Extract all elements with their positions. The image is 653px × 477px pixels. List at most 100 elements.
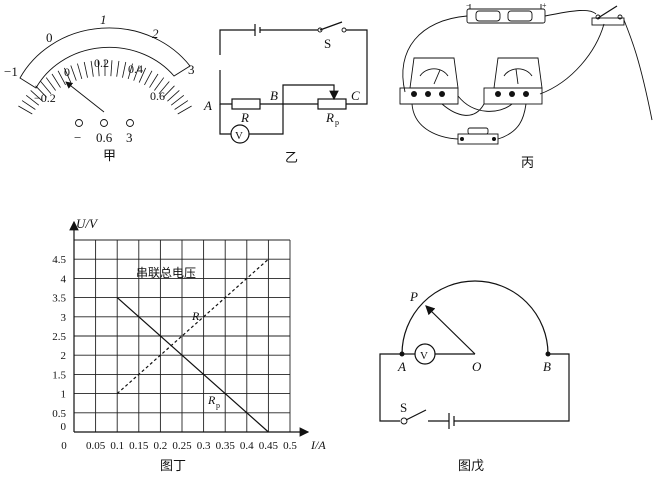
y-tick-label: 0 [61,421,67,433]
dial-tick [174,100,189,110]
node-wu-B [545,351,551,357]
panel-wu-circuit: V P A O B S 图戊 [379,280,570,474]
terminal-3 [126,119,134,127]
switch-pivot [317,27,323,33]
x-tick-label: 0.3 [197,440,211,452]
dial-tick [90,60,94,77]
dial-tick [18,105,33,115]
caption-jia: 甲 [103,149,116,164]
dial-inner-04: 0.4 [128,62,143,76]
dial-tick [177,105,192,115]
caption-bing: 丙 [521,156,534,171]
battery-box-illustration: − + [466,1,547,24]
label-wu-B: B [543,359,551,374]
svg-text:+: + [542,1,547,10]
x-tick-label: 0.15 [129,440,149,452]
series-line-rp [116,297,269,433]
dial-tick [57,70,66,86]
wire-right-loop [454,353,570,422]
chart-label-Rp-sub: p [216,401,220,410]
x-tick-label: 0 [61,440,67,452]
y-tick-label: 4.5 [52,254,66,266]
caption-ding: 图丁 [160,459,186,474]
dial-tick [163,85,175,98]
node-wu-A [399,351,405,357]
dial-tick [127,63,133,80]
dial-outer-1: 1 [100,12,107,27]
label-wu-A: A [397,359,406,374]
dial-tick [35,85,47,98]
rheostat-Rp [317,98,347,110]
voltmeter-illustration-left [399,57,459,105]
dial-tick [45,77,56,91]
dial-inner-left: −0.2 [34,91,56,105]
label-S: S [324,36,331,51]
dial-needle [65,81,105,113]
label-Rp: R [325,110,334,125]
switch-wu-pivot [400,417,408,425]
chart-y-label: U/V [76,216,99,231]
x-tick-label: 0.35 [216,440,236,452]
dial-tick [21,100,36,110]
wire-left-A [219,70,232,105]
terminal-06 [100,119,108,127]
dial-tick [97,60,100,77]
panel-bing-apparatus: − + [399,1,653,171]
dial-tick [77,63,83,80]
dial-outer-0: 0 [46,30,53,45]
chart-label-Rp: R [207,393,216,407]
switch-wu-blade [405,409,427,421]
label-Rp-sub: p [335,118,339,127]
dial-tick [70,65,77,81]
dial-inner-02: 0.2 [94,56,109,70]
dial-tick [110,60,113,77]
label-P: P [409,289,418,304]
y-tick-label: 1.5 [52,369,66,381]
chart-annotation-total: 串联总电压 [136,266,196,280]
y-tick-label: 3.5 [52,293,66,305]
dial-outer-3: 3 [188,62,195,77]
y-tick-label: 4 [61,273,67,285]
dial-tick [158,81,170,95]
terminal-label-06: 0.6 [96,130,113,145]
panel-jia-meter: −1 0 1 2 3 −0.2 0 0.2 0.4 0.6 − 0.6 3 甲 [4,12,195,164]
chart-x-label: I/A [310,438,326,452]
label-R: R [240,110,249,125]
x-tick-label: 0.1 [110,440,124,452]
chart-label-R: R [191,309,200,323]
node-C: C [351,88,360,103]
wire-voltmeter-right [249,84,335,135]
switch-contact [341,27,347,33]
chart-series [116,258,269,433]
switch-blade [319,21,343,31]
y-tick-label: 0.5 [52,408,66,420]
dial-outer-left: −1 [4,64,18,79]
chart-grid [74,239,291,432]
series-line-r [116,258,269,395]
y-tick-label: 3 [61,312,67,324]
node-B: B [270,88,278,103]
caption-wu: 图戊 [458,459,484,474]
dial-outer-2: 2 [152,26,159,41]
terminal-label-3: 3 [126,130,133,145]
y-tick-label: 2 [61,350,67,362]
pointer-OP [425,305,476,355]
dial-tick [25,95,40,106]
dial-tick [133,65,140,81]
dial-tick [83,61,88,78]
x-tick-label: 0.05 [86,440,106,452]
panel-yi-circuit: V A B C R R p S 乙 [203,21,368,166]
label-wu-S: S [400,400,407,415]
svg-text:−: − [466,1,471,10]
dial-tick [170,95,185,106]
wire-right [346,29,368,105]
terminal-label-neg: − [74,130,81,145]
dial-tick [40,81,52,95]
dial-tick [149,73,159,88]
resistor-R [231,98,261,110]
semicircle-wire [401,280,549,355]
resistor-illustration [457,127,499,145]
dial-tick [138,67,147,83]
